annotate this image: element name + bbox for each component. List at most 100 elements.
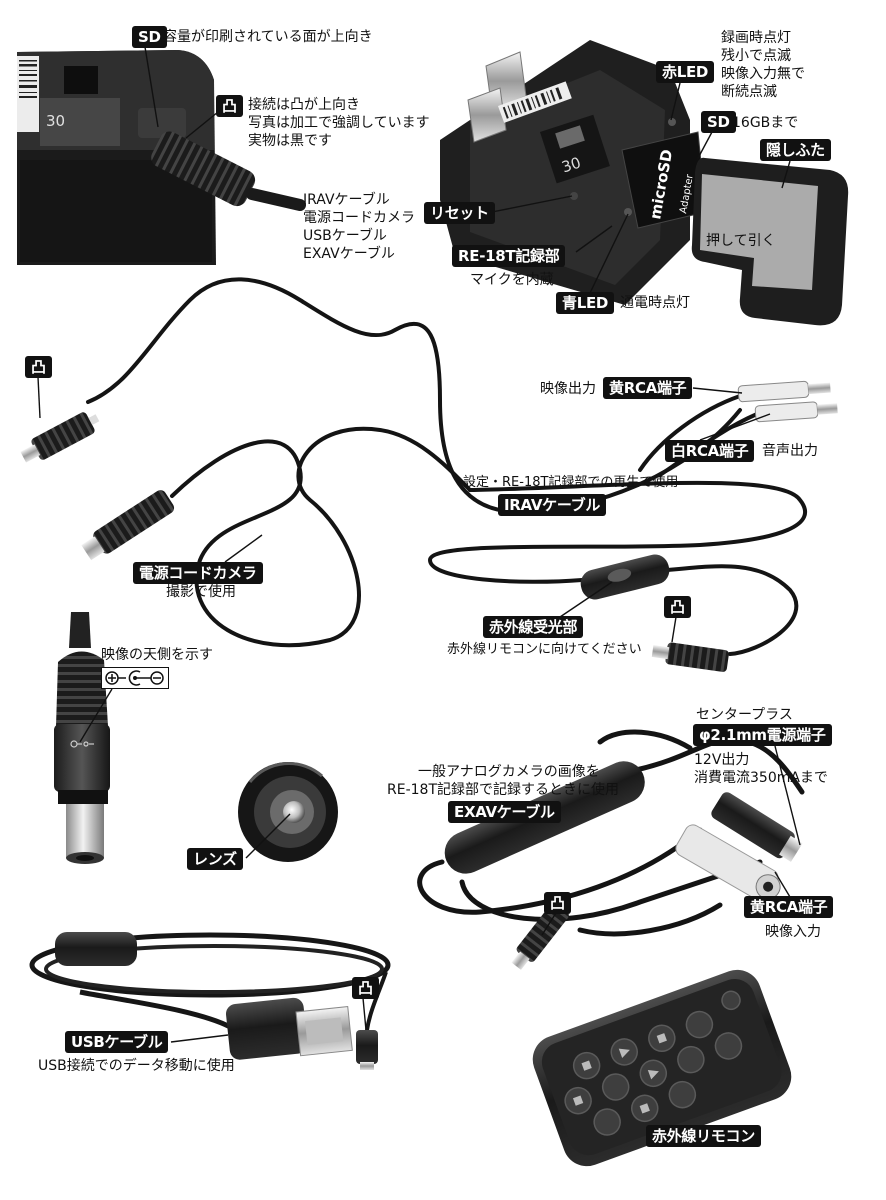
irav-usage-note: 設定・RE-18T記録部での再生で使用 [463, 475, 679, 490]
lens-closeup-photo [238, 761, 338, 862]
usb-cable-photo [29, 932, 391, 1070]
exav-yellow-rca-jack [675, 824, 781, 902]
irav-convex-badge-left: 凸 [25, 356, 52, 378]
leader-line-exav-yellow-rca [774, 871, 791, 898]
polarity-symbol [101, 667, 169, 689]
cable-list-item: EXAVケーブル [303, 246, 395, 262]
power-cord-camera-badge: 電源コードカメラ [133, 562, 263, 584]
power-spec: 消費電流350mAまで [694, 770, 828, 786]
dc-plug-closeup-photo [54, 612, 110, 864]
hidden-cover-badge: 隠しふた [760, 139, 831, 161]
closeup-convex-badge: 凸 [216, 95, 243, 117]
recorder-unit-badge: RE-18T記録部 [452, 245, 566, 267]
leader-line-unit [575, 225, 613, 253]
exav-usage-note: RE-18T記録部で記録するときに使用 [387, 782, 619, 798]
usb-micro-plug [356, 1030, 378, 1064]
leader-line-top-side [79, 688, 113, 743]
red-led-note: 映像入力無で [721, 66, 805, 82]
exav-convex-badge: 凸 [544, 892, 571, 914]
usb-usage-note: USB接続でのデータ移動に使用 [38, 1058, 235, 1074]
recorder-unit-photo: 30 microSD Adapter [440, 40, 707, 305]
ferrite-core [55, 932, 137, 966]
recorder-unit-note: マイクを内蔵 [470, 272, 554, 288]
leader-line-ir-receiver [559, 581, 613, 618]
ir-receiver-note: 赤外線リモコンに向けてください [447, 642, 642, 657]
leader-line-irav-convex-right [671, 616, 677, 643]
irav-left-micro-plug [20, 412, 100, 463]
exav-micro-plug [511, 902, 569, 970]
power-spec: 12V出力 [694, 752, 750, 768]
red-led-badge: 赤LED [656, 61, 715, 83]
irav-cable-badge: IRAVケーブル [498, 494, 607, 516]
leader-line-lens [245, 813, 291, 859]
leader-lines [37, 46, 801, 1043]
recorder-closeup-photo: 30 [17, 50, 306, 265]
leader-line-irav-convex-left [37, 376, 41, 419]
leader-line-cover [781, 160, 791, 189]
closeup-convex-note: 接続は凸が上向き [248, 97, 360, 113]
power-cord-usage-note: 撮影で使用 [166, 584, 236, 600]
leader-line-reset [491, 195, 573, 213]
cover-instruction: 押して引く [706, 233, 776, 249]
leader-line-usb [170, 1034, 229, 1043]
exav-yellow-rca-badge: 黄RCA端子 [744, 896, 834, 918]
unit-display-number: 30 [559, 153, 583, 176]
usb-cable-badge: USBケーブル [65, 1031, 169, 1053]
red-led-note: 残小で点滅 [721, 48, 791, 64]
reset-badge: リセット [424, 202, 495, 224]
usb-convex-badge: 凸 [352, 977, 379, 999]
ir-receiver-badge: 赤外線受光部 [483, 616, 584, 638]
leader-line-closeup-sd [144, 46, 159, 128]
closeup-convex-note: 写真は加工で強調しています [248, 115, 430, 131]
leader-line-usb-convex [362, 997, 367, 1031]
red-led-note: 録画時点灯 [721, 30, 791, 46]
power-jack-badge: φ2.1mm電源端子 [693, 724, 832, 746]
white-rca-plug [754, 401, 838, 423]
polarity-icon [105, 670, 164, 686]
irav-yellow-rca-badge: 黄RCA端子 [603, 377, 693, 399]
blue-led-note: 通電時点灯 [620, 295, 690, 311]
leader-line-closeup-convex [185, 111, 219, 139]
red-led [668, 118, 676, 126]
leader-line-power-jack [774, 745, 801, 846]
power-cord-dc-plug [81, 490, 175, 561]
sd-capacity-note: 16GBまで [732, 115, 799, 131]
blue-led-badge: 青LED [556, 292, 615, 314]
blue-led [624, 208, 632, 216]
closeup-sd-badge: SD [132, 26, 167, 48]
cable-list-item: USBケーブル [303, 228, 387, 244]
top-side-note: 映像の天側を示す [101, 647, 213, 663]
leader-line-white-rca [699, 413, 771, 441]
exav-cable-badge: EXAVケーブル [448, 801, 561, 823]
ir-remote-photo [532, 969, 792, 1167]
red-led-note: 断続点滅 [721, 84, 777, 100]
leader-line-unit-sd [696, 131, 713, 161]
irav-convex-badge-right: 凸 [664, 596, 691, 618]
cable-list-item: 電源コードカメラ [303, 210, 415, 226]
leader-line-power-cord [224, 534, 263, 563]
exav-usage-note: 一般アナログカメラの画像を [418, 764, 600, 780]
exav-dc-jack [711, 792, 803, 862]
yellow-rca-plug [737, 380, 831, 403]
unit-sd-badge: SD [701, 111, 736, 133]
display-number: 30 [46, 112, 65, 130]
audio-out-note: 音声出力 [762, 443, 818, 459]
lens-badge: レンズ [187, 848, 243, 870]
leader-line-blue-led [589, 213, 629, 294]
center-plus-note: センタープラス [696, 707, 793, 723]
closeup-sd-note: 容量が印刷されている面が上向き [163, 29, 373, 45]
leader-line-exav-convex [541, 912, 557, 936]
video-in-note: 映像入力 [765, 924, 821, 940]
leader-line-yellow-rca [692, 387, 743, 394]
video-out-note: 映像出力 [540, 381, 596, 397]
cable-list-item: IRAVケーブル [303, 192, 390, 208]
closeup-convex-note: 実物は黒です [248, 133, 332, 149]
leader-line-red-led [670, 82, 681, 121]
usb-a-plug [295, 1006, 353, 1057]
irav-right-micro-plug [651, 642, 729, 672]
reset-hole [570, 192, 578, 200]
ir-remote-badge: 赤外線リモコン [646, 1125, 761, 1147]
irav-white-rca-badge: 白RCA端子 [665, 440, 755, 462]
